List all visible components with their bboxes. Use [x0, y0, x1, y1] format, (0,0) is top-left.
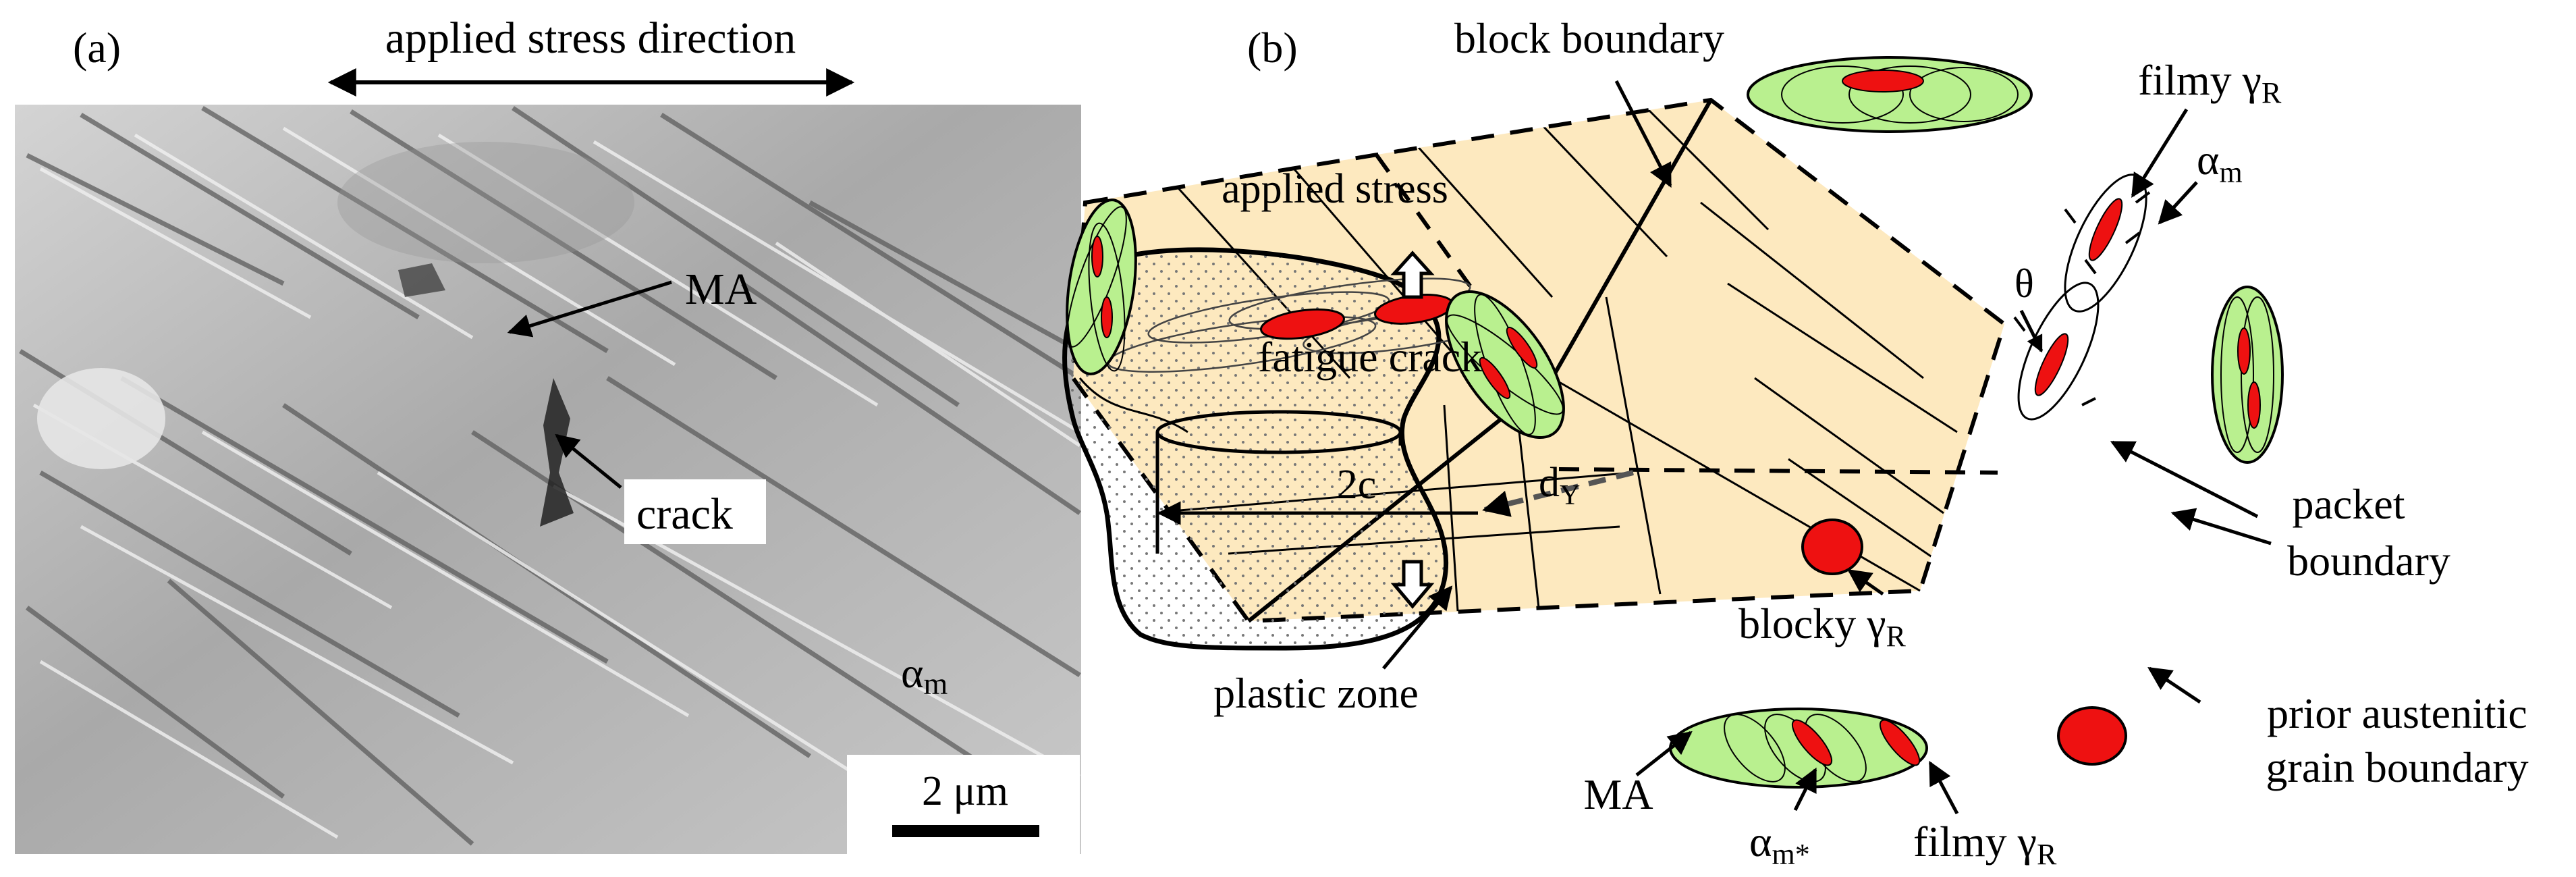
dy-arrow [1482, 470, 1634, 517]
panel-b: (b) [1062, 14, 2529, 871]
ma-b-arrow [1635, 730, 1693, 776]
dy-label: dY [1539, 460, 1580, 511]
scale-bar-label: 2 μm [922, 768, 1008, 814]
alpha-m-label-b: αm [2197, 136, 2243, 189]
prior-austenitic-label-line2: grain boundary [2266, 743, 2528, 791]
block-boundary-arrow [1614, 80, 1672, 188]
packet-boundary-arrow-2 [2170, 508, 2272, 546]
inner-packet-boundary [1558, 467, 1998, 475]
sem-micrograph [15, 105, 1081, 854]
alpha-m-star-label: αm* [1749, 818, 1810, 871]
ma-right [2211, 286, 2284, 464]
crack-label: crack [636, 489, 733, 539]
packet-boundary-arrow-1 [2110, 440, 2259, 519]
ma-left [1066, 198, 1137, 375]
two-c-label: 2c [1337, 462, 1377, 508]
ma-bottom [1669, 708, 1928, 789]
packet-boundary-label-line2: boundary [2287, 537, 2450, 585]
prior-austenitic-label-line1: prior austenitic [2267, 689, 2527, 737]
ma-top [1747, 56, 2033, 133]
applied-stress-label: applied stress [1222, 166, 1448, 212]
plastic-zone-arrow [1382, 585, 1453, 670]
grain-boundary-outline [1070, 97, 2007, 624]
filmy-austenite-pz-1 [1260, 308, 1345, 340]
ma-arrow [507, 280, 672, 338]
filmy-gamma-bottom-label: filmy γR [1913, 818, 2057, 871]
block-boundary-line [1375, 154, 1547, 393]
fatigue-crack-shape [1155, 410, 1402, 554]
stress-direction-label: applied stress direction [385, 14, 796, 63]
theta-label: θ [2015, 261, 2034, 306]
scale-bar [892, 825, 1039, 837]
blocky-gamma-arrow [1847, 568, 1884, 596]
plastic-zone-label: plastic zone [1213, 669, 1419, 717]
blocky-gamma-label: blocky γR [1738, 600, 1906, 653]
ma-label: MA [685, 265, 757, 314]
ma-label-b: MA [1583, 770, 1653, 818]
panel-a-label: (a) [73, 24, 121, 72]
panel-b-label: (b) [1247, 24, 1298, 72]
theta-arrow [2019, 309, 2044, 353]
crack-arrow [555, 433, 622, 489]
crack-label-bg [624, 479, 766, 544]
filmy-gamma-top-label: filmy γR [2138, 56, 2282, 109]
stress-up-arrow [1390, 250, 1435, 299]
panel-a: (a) applied stress direction MA [15, 14, 1081, 854]
alpha-m-star-arrow [1793, 767, 1817, 812]
stress-down-arrow [1390, 560, 1435, 609]
prior-austenitic-arrow [2147, 666, 2201, 704]
grain-boundary-austenite [2057, 706, 2127, 766]
alpha-m-label-a: αm [901, 649, 948, 701]
fatigue-crack-label: fatigue crack [1258, 333, 1482, 381]
ma-center [1445, 290, 1565, 440]
packet-boundary-label-line1: packet [2293, 480, 2405, 528]
filmy-gamma-bottom-arrow [1928, 760, 1959, 815]
block-boundary-label: block boundary [1454, 14, 1724, 62]
filmy-gamma-top-arrow [2131, 108, 2189, 198]
blocky-austenite [1801, 519, 1863, 575]
alpha-m-arrow [2158, 181, 2198, 225]
